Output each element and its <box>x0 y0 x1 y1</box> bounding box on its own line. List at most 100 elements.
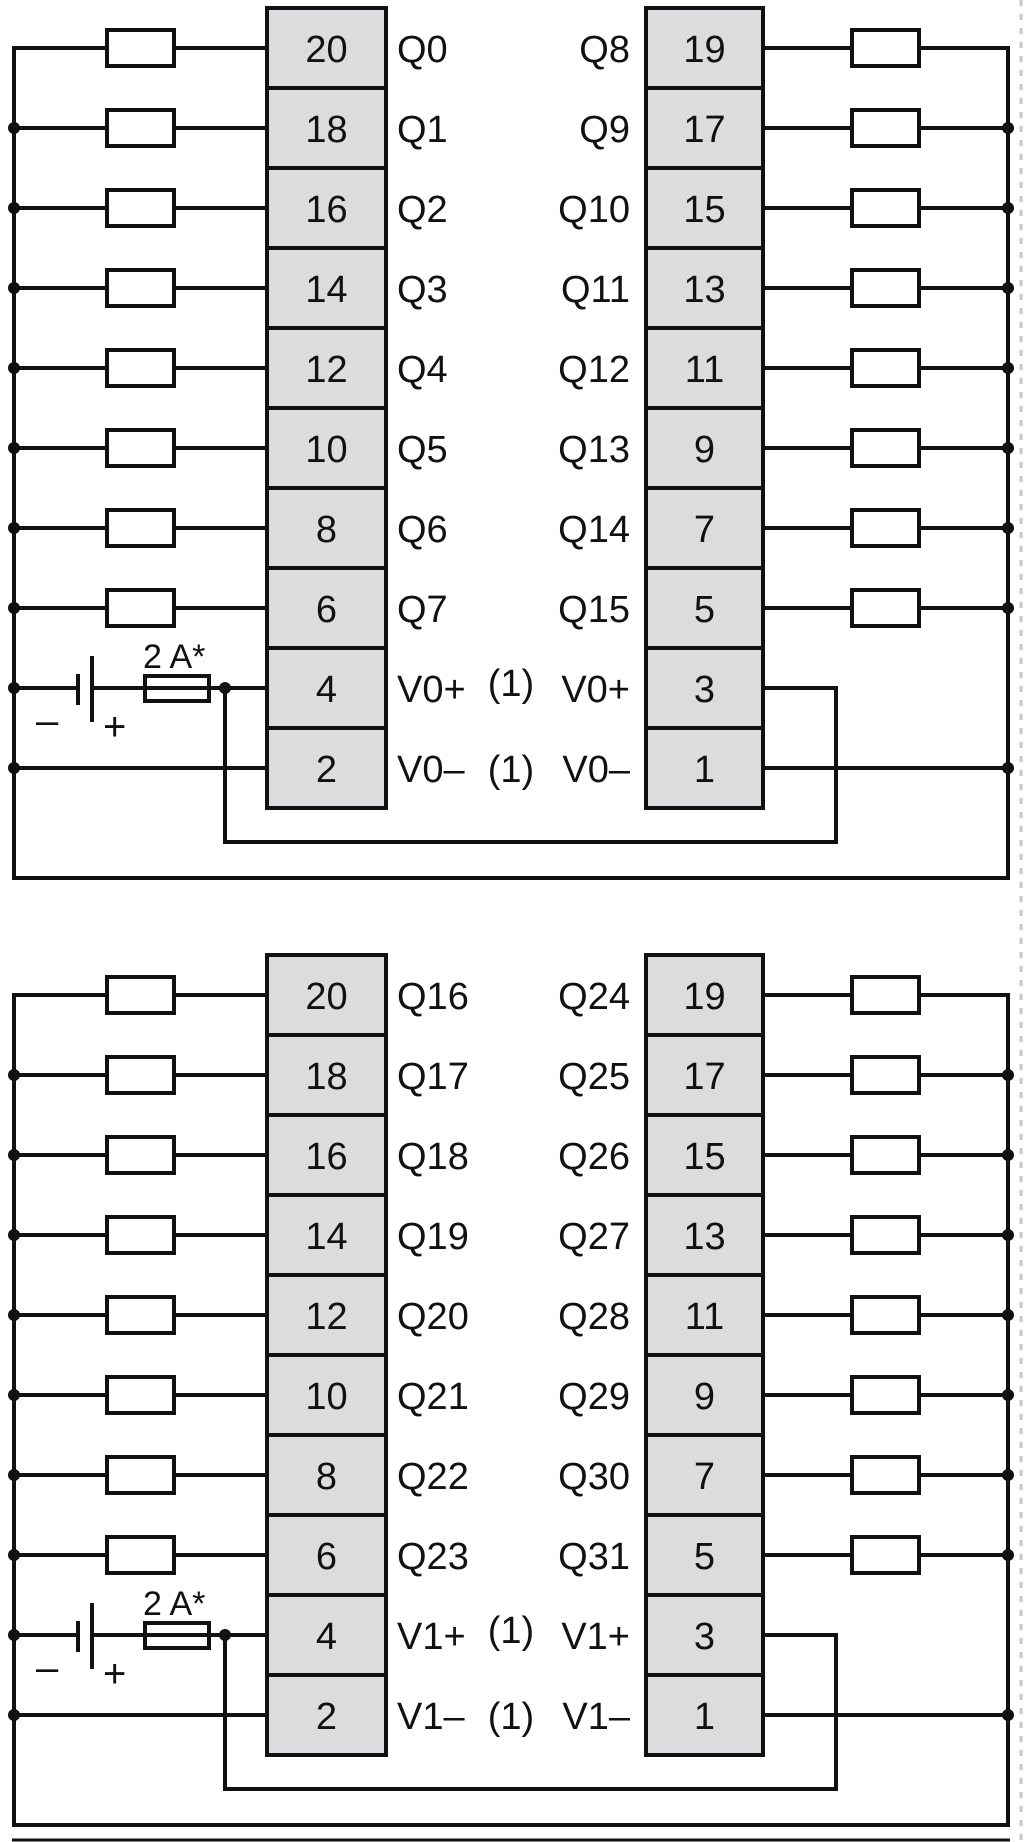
channel-label: Q14 <box>558 509 630 551</box>
load-resistor-icon <box>850 1215 921 1255</box>
terminal-cell <box>644 1353 765 1437</box>
terminal-cell <box>644 726 765 810</box>
channel-label: Q27 <box>558 1216 630 1258</box>
terminal-number: 3 <box>694 1616 715 1658</box>
terminal-number: 18 <box>305 1056 347 1098</box>
load-resistor-icon <box>105 108 176 148</box>
terminal-number: 20 <box>305 976 347 1018</box>
channel-label: Q16 <box>397 976 469 1018</box>
terminal-number: 4 <box>316 669 337 711</box>
channel-label: V0+ <box>561 669 630 711</box>
load-resistor-icon <box>105 588 176 628</box>
terminal-number: 11 <box>685 349 724 391</box>
channel-label: V0+ <box>397 669 466 711</box>
terminal-number: 8 <box>316 509 337 551</box>
load-resistor-icon <box>850 508 921 548</box>
terminal-number: 20 <box>305 29 347 71</box>
battery-plus-label: + <box>103 705 126 749</box>
terminal-number: 10 <box>305 429 347 471</box>
channel-label: Q29 <box>558 1376 630 1418</box>
load-resistor-icon <box>105 428 176 468</box>
terminal-number: 11 <box>685 1296 724 1338</box>
terminal-cell <box>644 566 765 650</box>
load-resistor-icon <box>105 1375 176 1415</box>
channel-label: Q13 <box>558 429 630 471</box>
channel-label: V1+ <box>397 1616 466 1658</box>
note-marker: (1) <box>488 1610 534 1652</box>
note-marker: (1) <box>488 663 534 705</box>
channel-label: Q4 <box>397 349 448 391</box>
channel-label: Q31 <box>558 1536 630 1578</box>
load-resistor-icon <box>105 188 176 228</box>
terminal-group-1: 2018161412108642191715131197531Q16Q17Q18… <box>8 953 1014 1827</box>
terminal-number: 8 <box>316 1456 337 1498</box>
terminal-cell <box>644 1673 765 1757</box>
channel-label: Q18 <box>397 1136 469 1178</box>
terminal-cell <box>265 1593 388 1677</box>
terminal-cell <box>265 1673 388 1757</box>
terminal-cell <box>265 406 388 490</box>
terminal-number: 9 <box>694 1376 715 1418</box>
load-resistor-icon <box>105 268 176 308</box>
note-marker: (1) <box>488 749 534 791</box>
channel-label: Q20 <box>397 1296 469 1338</box>
terminal-cell <box>644 1033 765 1117</box>
channel-label: Q26 <box>558 1136 630 1178</box>
channel-label: V1– <box>562 1696 630 1738</box>
terminal-cell <box>644 1273 765 1357</box>
channel-label: Q22 <box>397 1456 469 1498</box>
battery-plus-label: + <box>103 1652 126 1696</box>
terminal-number: 7 <box>694 1456 715 1498</box>
channel-label: Q8 <box>579 29 630 71</box>
channel-label: Q0 <box>397 29 448 71</box>
note-marker: (1) <box>488 1696 534 1738</box>
terminal-cell <box>644 6 765 90</box>
terminal-number: 12 <box>305 349 347 391</box>
channel-label: Q30 <box>558 1456 630 1498</box>
load-resistor-icon <box>850 588 921 628</box>
channel-label: Q21 <box>397 1376 469 1418</box>
load-resistor-icon <box>850 268 921 308</box>
channel-label: Q3 <box>397 269 448 311</box>
channel-label: Q2 <box>397 189 448 231</box>
terminal-cell <box>265 1193 388 1277</box>
channel-label: Q11 <box>561 269 630 311</box>
channel-label: V1– <box>397 1696 465 1738</box>
channel-label: V0– <box>562 749 630 791</box>
load-resistor-icon <box>105 975 176 1015</box>
load-resistor-icon <box>850 428 921 468</box>
terminal-cell <box>265 1433 388 1517</box>
load-resistor-icon <box>850 1535 921 1575</box>
terminal-cell <box>644 326 765 410</box>
load-resistor-icon <box>850 108 921 148</box>
channel-label: Q17 <box>397 1056 469 1098</box>
channel-label: Q25 <box>558 1056 630 1098</box>
channel-label: V0– <box>397 749 465 791</box>
load-resistor-icon <box>105 348 176 388</box>
terminal-number: 12 <box>305 1296 347 1338</box>
channel-label: V1+ <box>561 1616 630 1658</box>
terminal-cell <box>644 953 765 1037</box>
terminal-number: 1 <box>694 749 715 791</box>
terminal-number: 13 <box>683 269 725 311</box>
load-resistor-icon <box>850 1295 921 1335</box>
terminal-number: 19 <box>683 29 725 71</box>
channel-label: Q15 <box>558 589 630 631</box>
channel-label: Q24 <box>558 976 630 1018</box>
terminal-number: 14 <box>305 1216 347 1258</box>
channel-label: Q5 <box>397 429 448 471</box>
channel-label: Q19 <box>397 1216 469 1258</box>
load-resistor-icon <box>850 348 921 388</box>
load-resistor-icon <box>105 1455 176 1495</box>
terminal-number: 18 <box>305 109 347 151</box>
battery-minus-label: – <box>36 1646 59 1690</box>
terminal-number: 17 <box>683 1056 725 1098</box>
load-resistor-icon <box>850 1455 921 1495</box>
channel-label: Q12 <box>558 349 630 391</box>
terminal-number: 6 <box>316 589 337 631</box>
channel-label: Q1 <box>397 109 448 151</box>
terminal-number: 6 <box>316 1536 337 1578</box>
terminal-number: 13 <box>683 1216 725 1258</box>
terminal-number: 15 <box>683 1136 725 1178</box>
load-resistor-icon <box>105 1055 176 1095</box>
